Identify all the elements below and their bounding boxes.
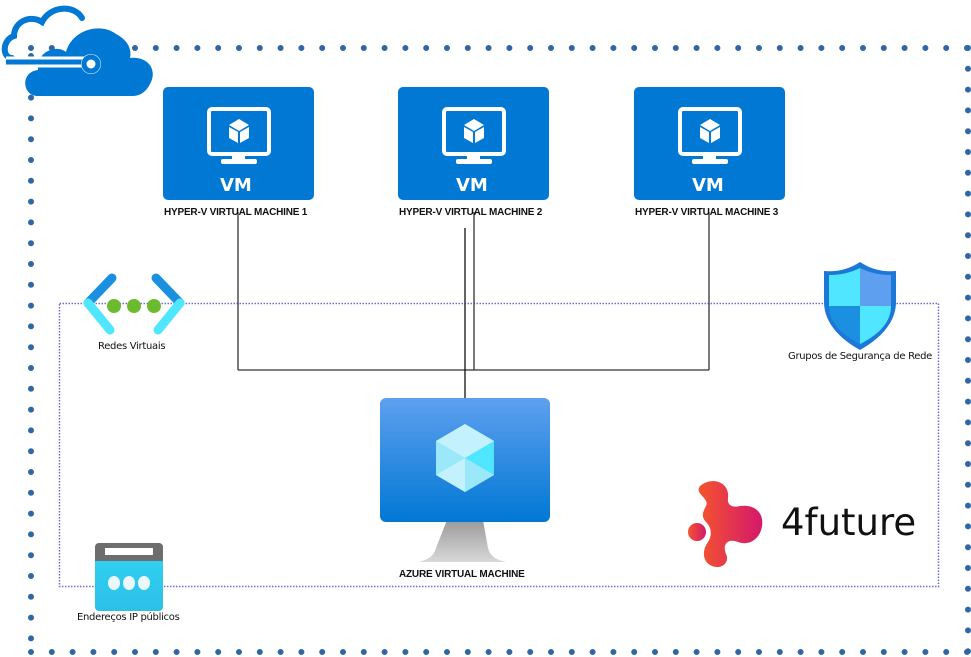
public-ip-icon: [95, 543, 163, 611]
nsg-label: Grupos de Segurança de Rede: [788, 351, 933, 362]
public-ip-label: Endereços IP públicos: [77, 612, 180, 623]
hyperv-vm-1-label: HYPER-V VIRTUAL MACHINE 1: [164, 207, 308, 218]
hyperv-vm-1-icon: [163, 87, 314, 200]
brand-name: 4future: [781, 501, 917, 544]
hyperv-vm-3-icon: [634, 87, 785, 200]
hyperv-vm-2-icon: [398, 87, 549, 200]
azure-cloud-icon: [1, 5, 153, 96]
vnet-label: Redes Virtuais: [98, 341, 166, 352]
virtual-network-boundary: [58, 302, 940, 588]
azure-boundary: [28, 45, 971, 655]
hyperv-vm-2-label: HYPER-V VIRTUAL MACHINE 2: [399, 207, 543, 218]
virtual-network-icon: [83, 273, 185, 335]
hyperv-vm-2-icon-text: VM: [456, 175, 488, 196]
connector-lines: [237, 212, 710, 402]
hyperv-vm-3-icon-text: VM: [692, 175, 724, 196]
azure-vm-icon: [380, 398, 550, 562]
hyperv-vm-1-icon-text: VM: [220, 175, 252, 196]
hyperv-vm-3-label: HYPER-V VIRTUAL MACHINE 3: [635, 207, 779, 218]
azure-vm-label: AZURE VIRTUAL MACHINE: [399, 569, 525, 580]
brand-logo-icon: [688, 481, 763, 568]
shield-icon: [824, 262, 896, 350]
